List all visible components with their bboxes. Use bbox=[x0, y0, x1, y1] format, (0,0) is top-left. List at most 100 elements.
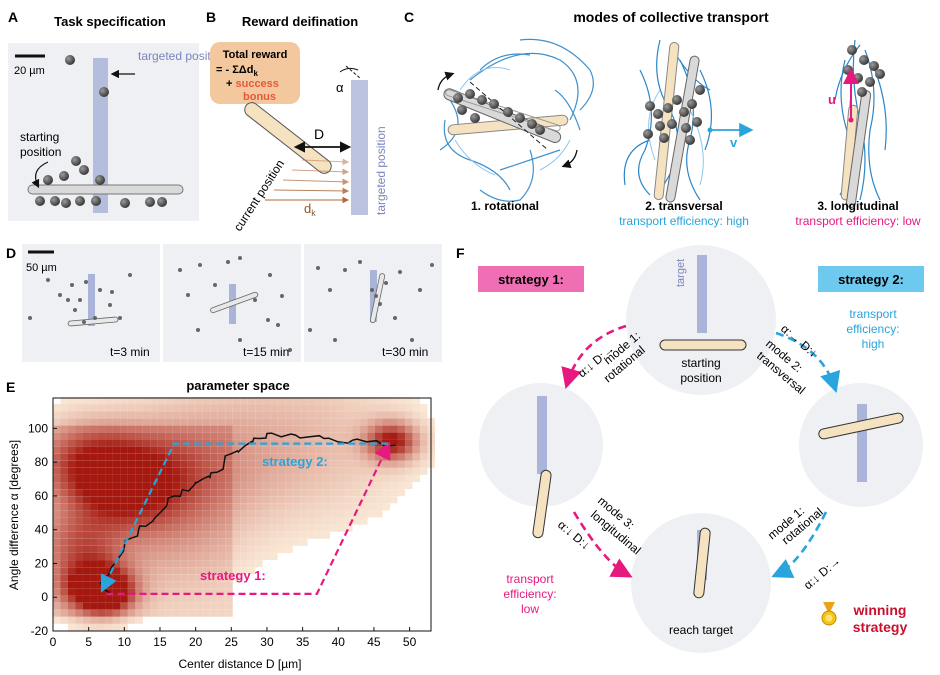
heatmap-cell bbox=[97, 609, 106, 617]
heatmap-cell bbox=[382, 404, 391, 412]
heatmap-cell bbox=[382, 467, 391, 475]
velocity-v-label: v bbox=[730, 135, 738, 150]
heatmap-cell bbox=[75, 474, 83, 482]
heatmap-cell bbox=[142, 588, 151, 596]
heatmap-cell bbox=[210, 510, 218, 518]
heatmap-cell bbox=[300, 496, 308, 504]
heatmap-cell bbox=[225, 503, 233, 511]
heatmap-cell bbox=[53, 503, 61, 511]
heatmap-cell bbox=[67, 602, 76, 610]
target-bar-f-right bbox=[857, 404, 867, 482]
heatmap-cell bbox=[60, 482, 68, 490]
heatmap-cell bbox=[382, 396, 391, 404]
mode-2-label: 2. transversal bbox=[645, 199, 722, 213]
heatmap-cell bbox=[142, 425, 151, 433]
target-label-f: target bbox=[675, 259, 687, 287]
heatmap-cell bbox=[292, 404, 301, 412]
alphaD-label-4: α:↓ D:→ bbox=[801, 554, 843, 593]
heatmap-cell bbox=[202, 531, 211, 539]
heatmap-cell bbox=[262, 503, 271, 511]
heatmap-cell bbox=[142, 517, 151, 525]
heatmap-cell bbox=[172, 446, 181, 454]
heatmap-cell bbox=[180, 474, 188, 482]
heatmap-cell bbox=[142, 602, 151, 610]
heatmap-cell bbox=[232, 432, 241, 440]
eff-low-2: efficiency: bbox=[503, 587, 556, 601]
heatmap-cell bbox=[180, 538, 188, 546]
heatmap-cell bbox=[187, 482, 196, 490]
heatmap-cell bbox=[90, 496, 98, 504]
heatmap-cell bbox=[82, 623, 91, 631]
heatmap-cell bbox=[75, 567, 83, 575]
heatmap-cell bbox=[112, 446, 121, 454]
heatmap-cell bbox=[277, 411, 286, 419]
heatmap-cell bbox=[217, 552, 226, 560]
heatmap-cell bbox=[330, 418, 338, 426]
start-label-a-1: starting bbox=[20, 130, 59, 144]
heatmap-cell bbox=[300, 453, 308, 461]
heatmap-cell bbox=[375, 404, 383, 412]
heatmap-cell bbox=[135, 545, 143, 553]
heatmap-cell bbox=[127, 545, 136, 553]
heatmap-cell bbox=[97, 482, 106, 490]
heatmap-cell bbox=[105, 616, 113, 624]
heatmap-cell bbox=[300, 432, 308, 440]
heatmap-cell bbox=[240, 567, 248, 575]
heatmap-cell bbox=[187, 396, 196, 404]
heatmap-cell bbox=[53, 467, 61, 475]
heatmap-cell bbox=[345, 453, 353, 461]
heatmap-cell bbox=[300, 538, 308, 546]
heatmap-cell bbox=[67, 496, 76, 504]
heatmap-cell bbox=[97, 560, 106, 568]
heatmap-cell bbox=[150, 581, 158, 589]
heatmap-cell bbox=[105, 609, 113, 617]
heatmap-cell bbox=[389, 474, 398, 482]
heatmap-cell bbox=[352, 489, 361, 497]
heatmap-cell bbox=[270, 467, 278, 475]
heatmap-cell bbox=[82, 474, 91, 482]
heatmap-cell bbox=[277, 482, 286, 490]
heatmap-cell bbox=[255, 510, 263, 518]
heatmap-cell bbox=[210, 517, 218, 525]
heatmap-cell bbox=[187, 524, 196, 532]
heatmap-cell bbox=[165, 574, 173, 582]
heatmap-cell bbox=[120, 482, 128, 490]
heatmap-cell bbox=[67, 581, 76, 589]
heatmap-cell bbox=[270, 432, 278, 440]
heatmap-cell bbox=[262, 552, 271, 560]
heatmap-cell bbox=[90, 425, 98, 433]
heatmap-cell bbox=[195, 474, 203, 482]
heatmap-cell bbox=[367, 460, 376, 468]
heatmap-cell bbox=[277, 460, 286, 468]
heatmap-cell bbox=[382, 418, 391, 426]
heatmap-cell bbox=[105, 545, 113, 553]
heatmap-cell bbox=[389, 432, 398, 440]
heatmap-cell bbox=[330, 474, 338, 482]
heatmap-cell bbox=[172, 609, 181, 617]
heatmap-cell bbox=[262, 496, 271, 504]
heatmap-cell bbox=[60, 489, 68, 497]
heatmap-cell bbox=[352, 411, 361, 419]
heatmap-cell bbox=[67, 411, 76, 419]
heatmap-cell bbox=[105, 474, 113, 482]
eff-high-1: transport bbox=[849, 307, 897, 321]
heatmap-cell bbox=[232, 531, 241, 539]
heatmap-cell bbox=[67, 588, 76, 596]
heatmap-cell bbox=[150, 467, 158, 475]
heatmap-cell bbox=[270, 496, 278, 504]
heatmap-cell bbox=[180, 588, 188, 596]
heatmap-cell bbox=[120, 581, 128, 589]
heatmap-cell bbox=[307, 453, 316, 461]
heatmap-cell bbox=[375, 446, 383, 454]
heatmap-cell bbox=[360, 474, 368, 482]
heatmap-cell bbox=[172, 588, 181, 596]
heatmap-cell bbox=[187, 453, 196, 461]
heatmap-cell bbox=[67, 460, 76, 468]
heatmap-cell bbox=[75, 517, 83, 525]
heatmap-cell bbox=[217, 425, 226, 433]
heatmap-cell bbox=[225, 510, 233, 518]
heatmap-cell bbox=[112, 432, 121, 440]
heatmap-cell bbox=[315, 496, 323, 504]
heatmap-cell bbox=[300, 411, 308, 419]
